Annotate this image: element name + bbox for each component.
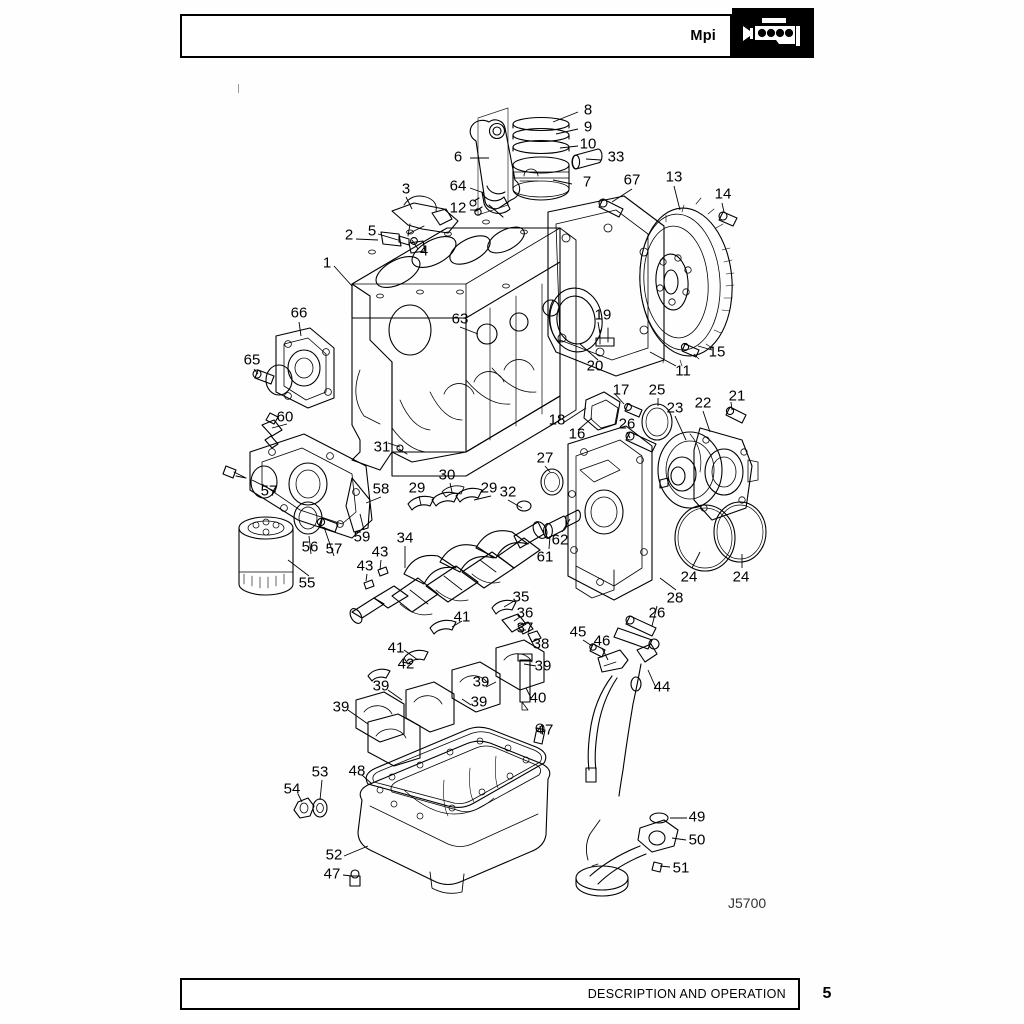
callout-12: 12 — [449, 199, 467, 217]
callout-18: 18 — [548, 411, 566, 429]
callout-47: 47 — [323, 865, 341, 883]
callout-51: 51 — [672, 859, 690, 877]
callout-56: 56 — [301, 538, 319, 556]
engine-block-icon — [732, 8, 814, 58]
callout-37: 37 — [516, 619, 534, 637]
callout-25: 25 — [648, 381, 666, 399]
callout-52: 52 — [325, 846, 343, 864]
callout-2: 2 — [344, 226, 354, 244]
callout-46: 46 — [593, 632, 611, 650]
callout-62: 62 — [551, 531, 569, 549]
callout-27: 27 — [536, 449, 554, 467]
callout-23: 23 — [666, 399, 684, 417]
callout-33: 33 — [607, 148, 625, 166]
callout-57: 57 — [260, 482, 278, 500]
callout-29: 29 — [480, 479, 498, 497]
callout-20: 20 — [586, 357, 604, 375]
callout-38: 38 — [532, 635, 550, 653]
callout-55: 55 — [298, 574, 316, 592]
callout-39: 39 — [332, 698, 350, 716]
callout-60: 60 — [276, 408, 294, 426]
callout-24: 24 — [680, 568, 698, 586]
callout-45: 45 — [569, 623, 587, 641]
engine-type-label: Mpi — [690, 27, 716, 44]
callout-39: 39 — [534, 657, 552, 675]
callout-39: 39 — [372, 677, 390, 695]
callout-8: 8 — [583, 101, 593, 119]
callout-61: 61 — [536, 548, 554, 566]
callout-66: 66 — [290, 304, 308, 322]
callout-17: 17 — [612, 381, 630, 399]
callout-34: 34 — [396, 529, 414, 547]
callout-13: 13 — [665, 168, 683, 186]
callout-7: 7 — [582, 173, 592, 191]
callout-21: 21 — [728, 387, 746, 405]
callout-16: 16 — [568, 425, 586, 443]
callout-59: 59 — [353, 528, 371, 546]
footer-bar: DESCRIPTION AND OPERATION — [180, 978, 800, 1010]
callout-31: 31 — [373, 438, 391, 456]
callout-19: 19 — [594, 306, 612, 324]
page-artifact-mark — [238, 84, 239, 93]
callout-40: 40 — [529, 689, 547, 707]
callout-49: 49 — [688, 808, 706, 826]
callout-50: 50 — [688, 831, 706, 849]
callout-32: 32 — [499, 483, 517, 501]
callout-58: 58 — [372, 480, 390, 498]
callout-26: 26 — [648, 604, 666, 622]
callout-36: 36 — [516, 604, 534, 622]
callout-24: 24 — [732, 568, 750, 586]
callout-22: 22 — [694, 394, 712, 412]
callout-15: 15 — [708, 343, 726, 361]
header-bar: Mpi — [180, 14, 732, 58]
callout-67: 67 — [623, 171, 641, 189]
callout-63: 63 — [451, 310, 469, 328]
callout-44: 44 — [653, 678, 671, 696]
callout-14: 14 — [714, 185, 732, 203]
callout-30: 30 — [438, 466, 456, 484]
callout-41: 41 — [453, 608, 471, 626]
callout-9: 9 — [583, 118, 593, 136]
callout-6: 6 — [453, 148, 463, 166]
callout-10: 10 — [579, 135, 597, 153]
callout-53: 53 — [311, 763, 329, 781]
callout-26: 26 — [618, 415, 636, 433]
callout-28: 28 — [666, 589, 684, 607]
callout-4: 4 — [419, 242, 429, 260]
page-number: 5 — [822, 985, 832, 1002]
callout-64: 64 — [449, 177, 467, 195]
callout-48: 48 — [348, 762, 366, 780]
section-title: DESCRIPTION AND OPERATION — [587, 986, 786, 1001]
callout-5: 5 — [367, 222, 377, 240]
drawing-reference-code: J5700 — [728, 895, 767, 911]
callout-35: 35 — [512, 588, 530, 606]
callout-3: 3 — [401, 180, 411, 198]
callout-65: 65 — [243, 351, 261, 369]
callout-1: 1 — [322, 254, 332, 272]
callout-47: 47 — [536, 721, 554, 739]
callout-29: 29 — [408, 479, 426, 497]
callout-43: 43 — [356, 557, 374, 575]
callout-39: 39 — [470, 693, 488, 711]
callout-57: 57 — [325, 540, 343, 558]
callout-41: 41 — [387, 639, 405, 657]
callout-11: 11 — [675, 362, 691, 380]
callout-54: 54 — [283, 780, 301, 798]
callout-39: 39 — [472, 673, 490, 691]
callout-43: 43 — [371, 543, 389, 561]
callout-42: 42 — [397, 655, 415, 673]
